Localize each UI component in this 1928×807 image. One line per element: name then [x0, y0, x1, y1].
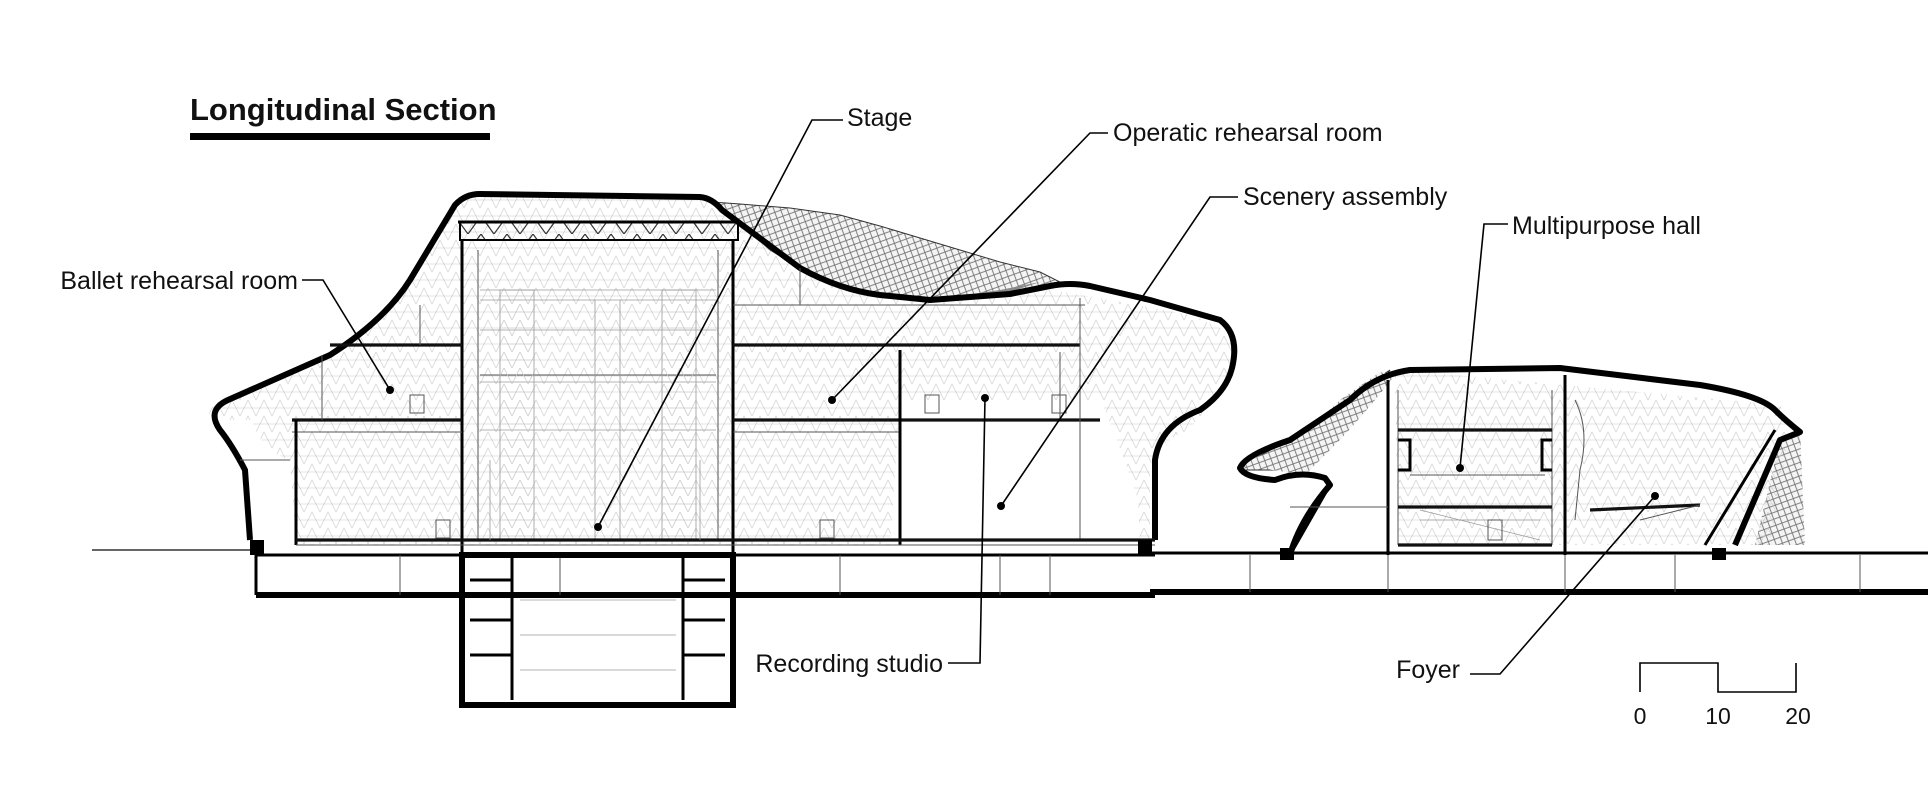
secondary-roof-shell [1237, 365, 1803, 556]
leader-stage-dot [594, 523, 602, 531]
title-underline [190, 133, 490, 140]
fly-galleries [480, 289, 716, 541]
label-stage: Stage [847, 104, 912, 132]
label-ballet-rehearsal-room: Ballet rehearsal room [60, 267, 298, 295]
secondary-building [1150, 365, 1928, 595]
leader-stage [597, 119, 843, 528]
leader-recording [948, 397, 986, 664]
title-text: Longitudinal Section [190, 92, 497, 127]
leader-operatic [831, 132, 1108, 401]
label-recording-studio: Recording studio [755, 650, 943, 678]
scale-tick-20: 20 [1785, 703, 1811, 729]
leader-foyer [1470, 495, 1656, 675]
label-scenery-assembly: Scenery assembly [1243, 183, 1448, 211]
label-foyer: Foyer [1396, 656, 1460, 684]
leader-ballet [302, 279, 391, 391]
scale-bar: 0 10 20 [1634, 662, 1811, 729]
facade-hatch [209, 195, 1234, 545]
right-wing-floors [733, 268, 1100, 545]
label-operatic-rehearsal-room: Operatic rehearsal room [1113, 119, 1383, 147]
fly-tower-truss [459, 221, 739, 241]
leader-scenery [1000, 196, 1238, 507]
scale-tick-10: 10 [1705, 703, 1731, 729]
label-multipurpose-hall: Multipurpose hall [1512, 212, 1701, 240]
leader-lines [302, 119, 1659, 675]
room-labels: Stage Operatic rehearsal room Scenery as… [60, 104, 1701, 684]
drawing-title: Longitudinal Section [190, 92, 497, 140]
main-building [209, 191, 1238, 708]
leader-multipurpose [1459, 223, 1508, 469]
scale-bar-graphic [1639, 662, 1797, 693]
left-wing-floors [240, 305, 462, 545]
scale-tick-0: 0 [1634, 703, 1647, 729]
stage-pit [459, 552, 736, 708]
